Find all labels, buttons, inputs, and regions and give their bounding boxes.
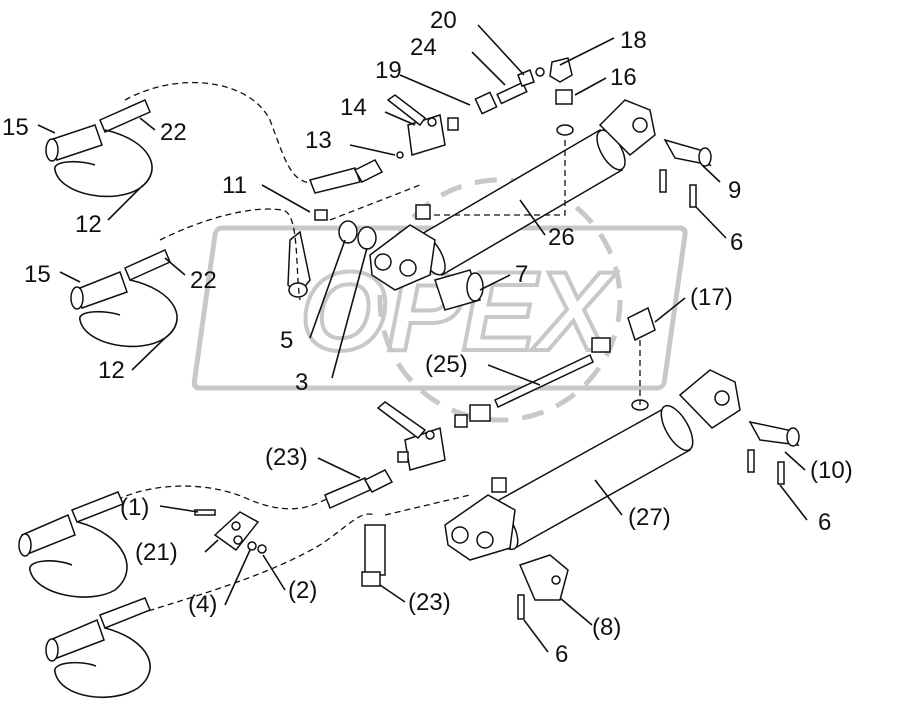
callout-17: (17) (690, 284, 733, 311)
callout-6-lower: 6 (555, 641, 568, 668)
callout-22-upper: 22 (160, 119, 187, 146)
callout-24: 24 (410, 34, 437, 61)
callout-15-upper: 15 (2, 114, 29, 141)
valve-14 (386, 94, 459, 156)
quick-coupler-upper-1 (45, 99, 153, 198)
valve-lower (376, 401, 468, 471)
bracket-21 (194, 509, 267, 554)
callout-14: 14 (340, 94, 367, 121)
hose-fitting-13 (309, 151, 404, 194)
leader-lines (37, 24, 808, 653)
quick-coupler-lower-2 (45, 597, 151, 699)
pin-10 (747, 420, 800, 485)
callout-5: 5 (280, 327, 293, 354)
callout-26: 26 (548, 224, 575, 251)
hydraulic-cylinder-27 (444, 369, 741, 561)
callout-23-upper: (23) (265, 444, 308, 471)
callout-12-upper: 12 (75, 211, 102, 238)
callout-15-middle: 15 (24, 261, 51, 288)
lower-cylinder-assembly (99, 140, 800, 621)
callout-3: 3 (295, 369, 308, 396)
pin-7 (434, 269, 484, 311)
pin-9 (659, 138, 712, 208)
watermark-logo: OPEX (191, 177, 688, 423)
callout-22-middle: 22 (190, 267, 217, 294)
callout-12-middle: 12 (98, 357, 125, 384)
pin-8 (517, 554, 569, 620)
seals (287, 209, 377, 298)
callout-9: 9 (728, 177, 741, 204)
callout-10: (10) (810, 457, 853, 484)
fittings-upper (474, 57, 573, 115)
callout-4: (4) (188, 591, 217, 618)
quick-coupler-upper-2 (70, 248, 178, 348)
callout-20: 20 (430, 7, 457, 34)
callout-18: 18 (620, 27, 647, 54)
callout-19: 19 (375, 57, 402, 84)
watermark-text: OPEX (300, 249, 618, 374)
hose-fitting-23 (324, 469, 394, 587)
callout-labels: 20 18 24 19 16 14 15 22 13 9 11 12 26 6 … (2, 7, 853, 668)
callout-8: (8) (592, 614, 621, 641)
callout-1: (1) (120, 494, 149, 521)
callout-6-right: 6 (818, 509, 831, 536)
callout-11: 11 (222, 172, 247, 199)
callout-13: 13 (305, 127, 332, 154)
callout-6-upper: 6 (730, 229, 743, 256)
callout-23-lower: (23) (408, 589, 451, 616)
line-25 (469, 306, 656, 422)
callout-2: (2) (288, 577, 317, 604)
callout-21: (21) (135, 539, 178, 566)
quick-coupler-lower-1 (18, 491, 128, 598)
callout-27: (27) (628, 504, 671, 531)
callout-25: (25) (425, 351, 468, 378)
callout-16: 16 (610, 64, 637, 91)
callout-7: 7 (515, 261, 528, 288)
